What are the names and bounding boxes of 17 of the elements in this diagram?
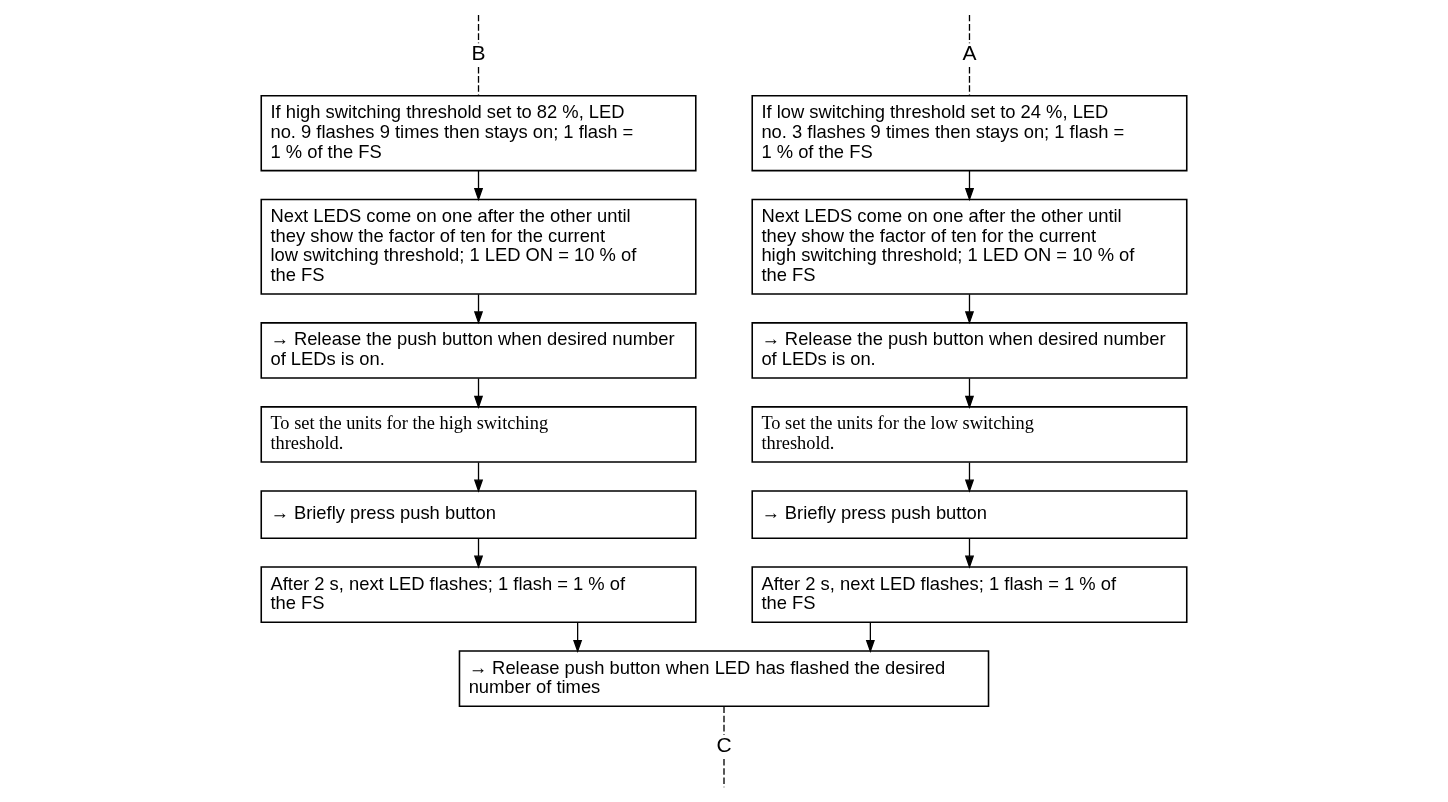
node-box: → Briefly press push button (751, 490, 1188, 539)
node-box: To set the units for the high switching threshold. (260, 406, 697, 463)
node-box: → Release the push button when desired number of LEDs is on. (751, 322, 1188, 379)
node-box: → Briefly press push button (260, 490, 697, 539)
connector (723, 705, 725, 736)
node-box: Next LEDS come on one after the other until they show the factor of ten for the current high switching threshold; 1 LED ON = 10 % of the FS (751, 198, 1188, 295)
node-box: → Release push button when LED has flashed the desired number of times (458, 650, 990, 707)
node-box: To set the units for the low switching threshold. (751, 406, 1188, 463)
node-text: C (716, 732, 732, 756)
node-box: After 2 s, next LED flashes; 1 flash = 1 % of the FS (751, 566, 1188, 623)
node-box: If low switching threshold set to 24 %, LED no. 3 flashes 9 times then stays on; 1 flash = 1 % of the FS (751, 95, 1188, 172)
node-box: Next LEDS come on one after the other until they show the factor of ten for the current low switching threshold; 1 LED ON = 10 % of the FS (260, 198, 697, 295)
node-text: A (962, 41, 977, 65)
node-text: B (471, 41, 486, 65)
node-box: → Release the push button when desired number of LEDs is on. (260, 322, 697, 379)
node-box: If high switching threshold set to 82 %, LED no. 9 flashes 9 times then stays on; 1 flash = 1 % of the FS (260, 95, 697, 172)
node-box: After 2 s, next LED flashes; 1 flash = 1 % of the FS (260, 566, 697, 623)
